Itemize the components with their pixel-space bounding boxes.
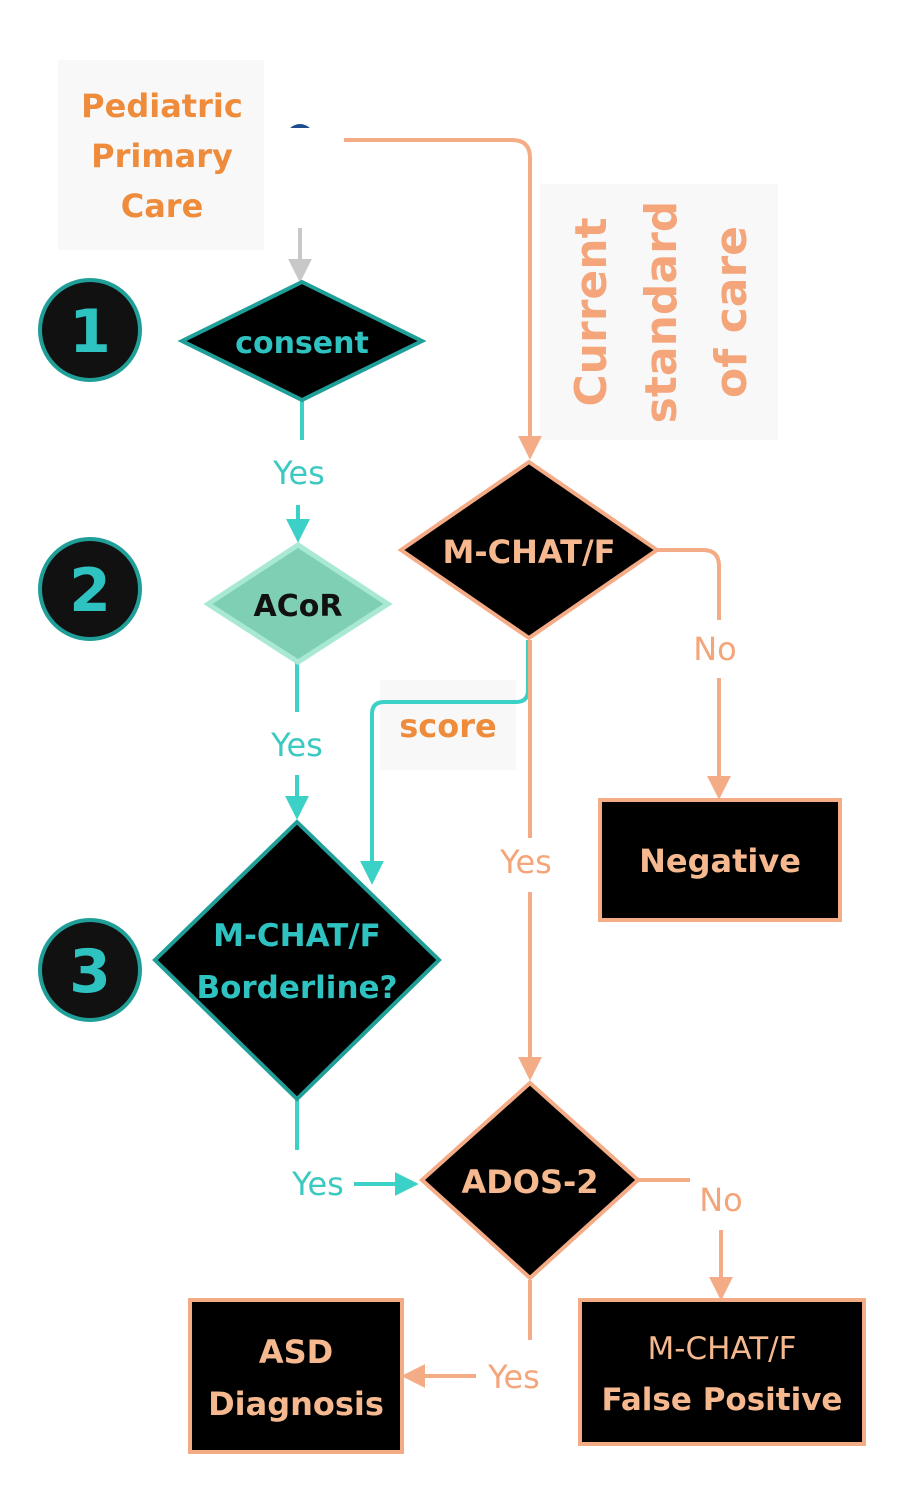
mchat-main-label: M-CHAT/F — [442, 533, 615, 571]
source-line3: Care — [121, 187, 204, 225]
current-standard-line3: of care — [706, 226, 757, 398]
source-line2: Primary — [91, 137, 233, 175]
consent-label: consent — [235, 326, 369, 361]
source-line1: Pediatric — [81, 87, 243, 125]
connector-dot-mask — [284, 128, 344, 168]
step-2-number: 2 — [69, 556, 111, 626]
current-standard-box — [540, 184, 778, 440]
acor-diamond — [203, 542, 393, 665]
asd-line2: Diagnosis — [208, 1385, 384, 1423]
step-3-badge: 3 — [38, 918, 142, 1022]
edge-source-mchat — [344, 138, 542, 460]
acor-label: ACoR — [254, 589, 343, 624]
step-2-badge: 2 — [38, 537, 142, 641]
edge-label-acor-yes: Yes — [270, 726, 323, 764]
edge-label-borderline-yes: Yes — [291, 1165, 344, 1203]
step-1-badge: 1 — [38, 278, 142, 382]
step-1-number: 1 — [69, 297, 111, 367]
edge-label-mchat-yes: Yes — [499, 843, 552, 881]
mchat-borderline-line2: Borderline? — [196, 970, 397, 1006]
asd-line1: ASD — [259, 1333, 333, 1371]
current-standard-line1: Current — [566, 217, 617, 406]
mchat-borderline-diamond — [152, 819, 442, 1102]
edge-mchat-negative-top — [655, 548, 721, 620]
false-positive-line1: M-CHAT/F — [648, 1331, 797, 1367]
false-positive-line2: False Positive — [602, 1382, 843, 1418]
negative-label: Negative — [639, 842, 801, 880]
mchat-main-diamond — [397, 459, 661, 641]
edge-label-ados-yes: Yes — [487, 1358, 540, 1396]
edge-label-consent-yes: Yes — [272, 454, 325, 492]
score-label: score — [399, 707, 496, 745]
consent-diamond — [177, 279, 427, 403]
ados-diamond — [419, 1080, 641, 1281]
edge-mchat-score — [360, 640, 530, 885]
edge-label-mchat-no: No — [693, 630, 737, 668]
source-box — [58, 60, 264, 250]
negative-box — [598, 798, 842, 922]
score-box — [380, 680, 516, 770]
current-standard-line2: standard — [636, 201, 687, 424]
edge-label-ados-no: No — [699, 1181, 743, 1219]
current-standard-label: Current standard of care — [566, 201, 757, 424]
step-3-number: 3 — [69, 937, 111, 1007]
false-positive-box — [578, 1298, 866, 1446]
mchat-borderline-line1: M-CHAT/F — [213, 918, 381, 954]
asd-box — [188, 1298, 404, 1454]
ados-label: ADOS-2 — [461, 1163, 598, 1201]
